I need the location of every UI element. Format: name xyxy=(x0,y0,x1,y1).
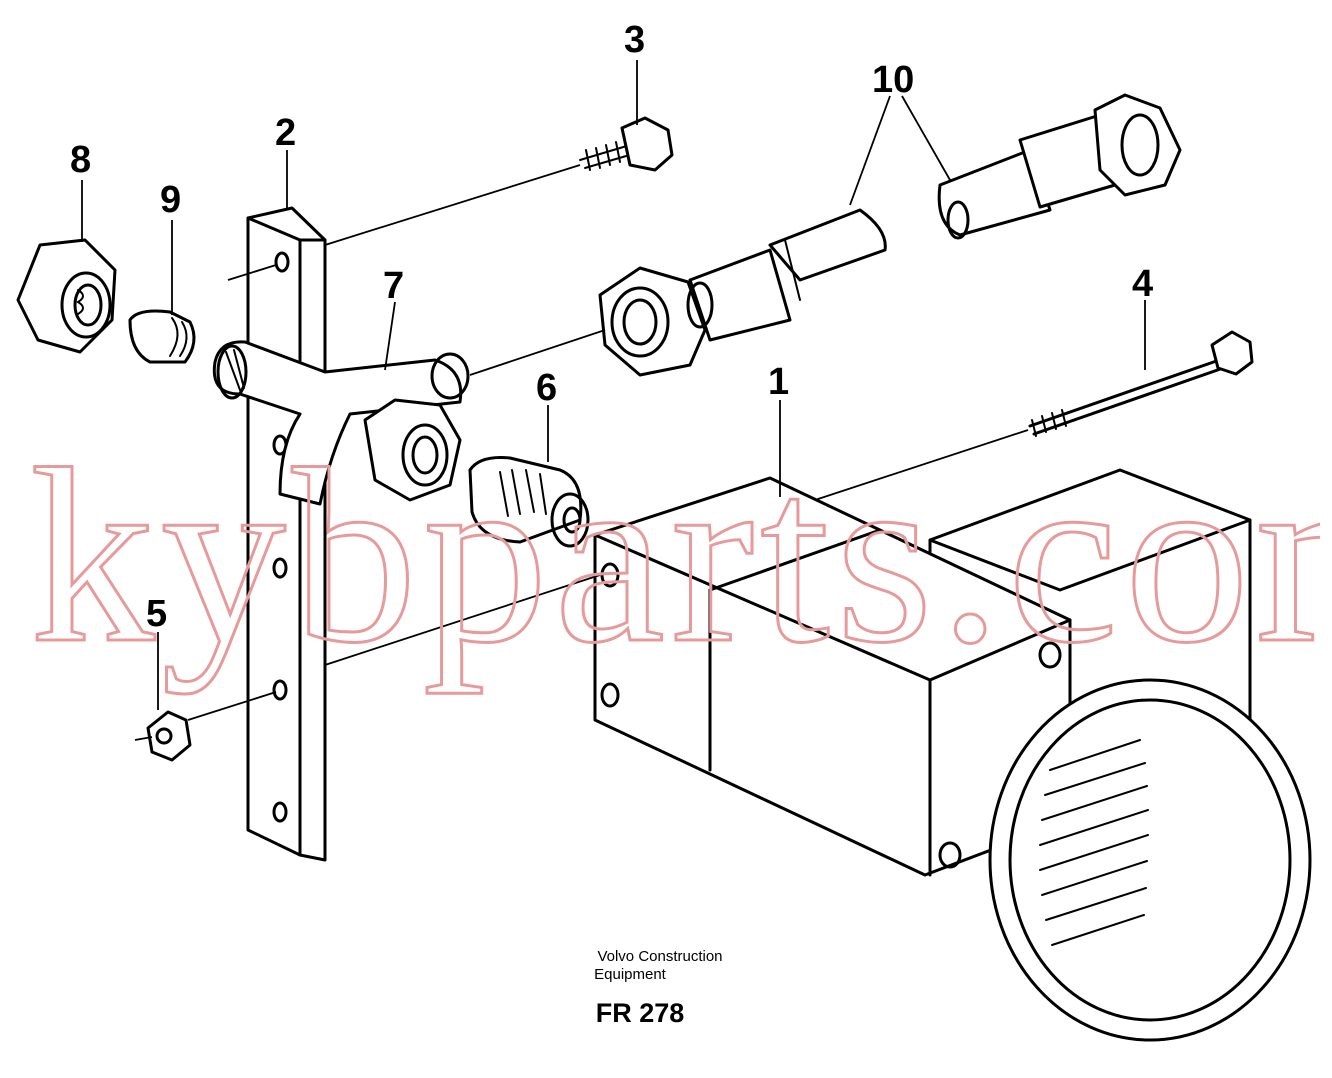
part-5-nut xyxy=(146,710,192,762)
part-6-adapter xyxy=(363,398,590,548)
callout-3: 3 xyxy=(624,19,645,61)
figure-code: FR 278 xyxy=(595,998,685,1028)
part-4-long-bolt xyxy=(1028,330,1254,437)
callout-8: 8 xyxy=(70,139,91,181)
callout-10: 10 xyxy=(872,59,914,101)
part-10-hose-front xyxy=(598,208,887,377)
callout-1: 1 xyxy=(768,361,789,403)
manufacturer-line-2: Equipment xyxy=(594,966,666,983)
part-9-nipple xyxy=(128,309,196,364)
manufacturer-line-1: Volvo Construction xyxy=(597,948,723,965)
part-8-hex-nut xyxy=(16,238,117,354)
callout-9: 9 xyxy=(160,179,181,221)
callout-5: 5 xyxy=(146,593,167,635)
part-7-elbow-fitting xyxy=(212,340,470,506)
callout-2: 2 xyxy=(275,112,296,154)
callout-numbers: 1 2 3 4 5 6 7 8 9 10 xyxy=(70,19,1153,635)
part-1-valve-motor-unit xyxy=(593,468,1312,1042)
callout-4: 4 xyxy=(1132,263,1153,305)
part-2-bracket-plate xyxy=(246,206,327,862)
callout-6: 6 xyxy=(536,367,557,409)
part-3-screw xyxy=(579,116,674,172)
leader-lines xyxy=(81,60,1146,741)
part-10-hose-rear xyxy=(937,93,1182,240)
callout-7: 7 xyxy=(383,265,404,307)
